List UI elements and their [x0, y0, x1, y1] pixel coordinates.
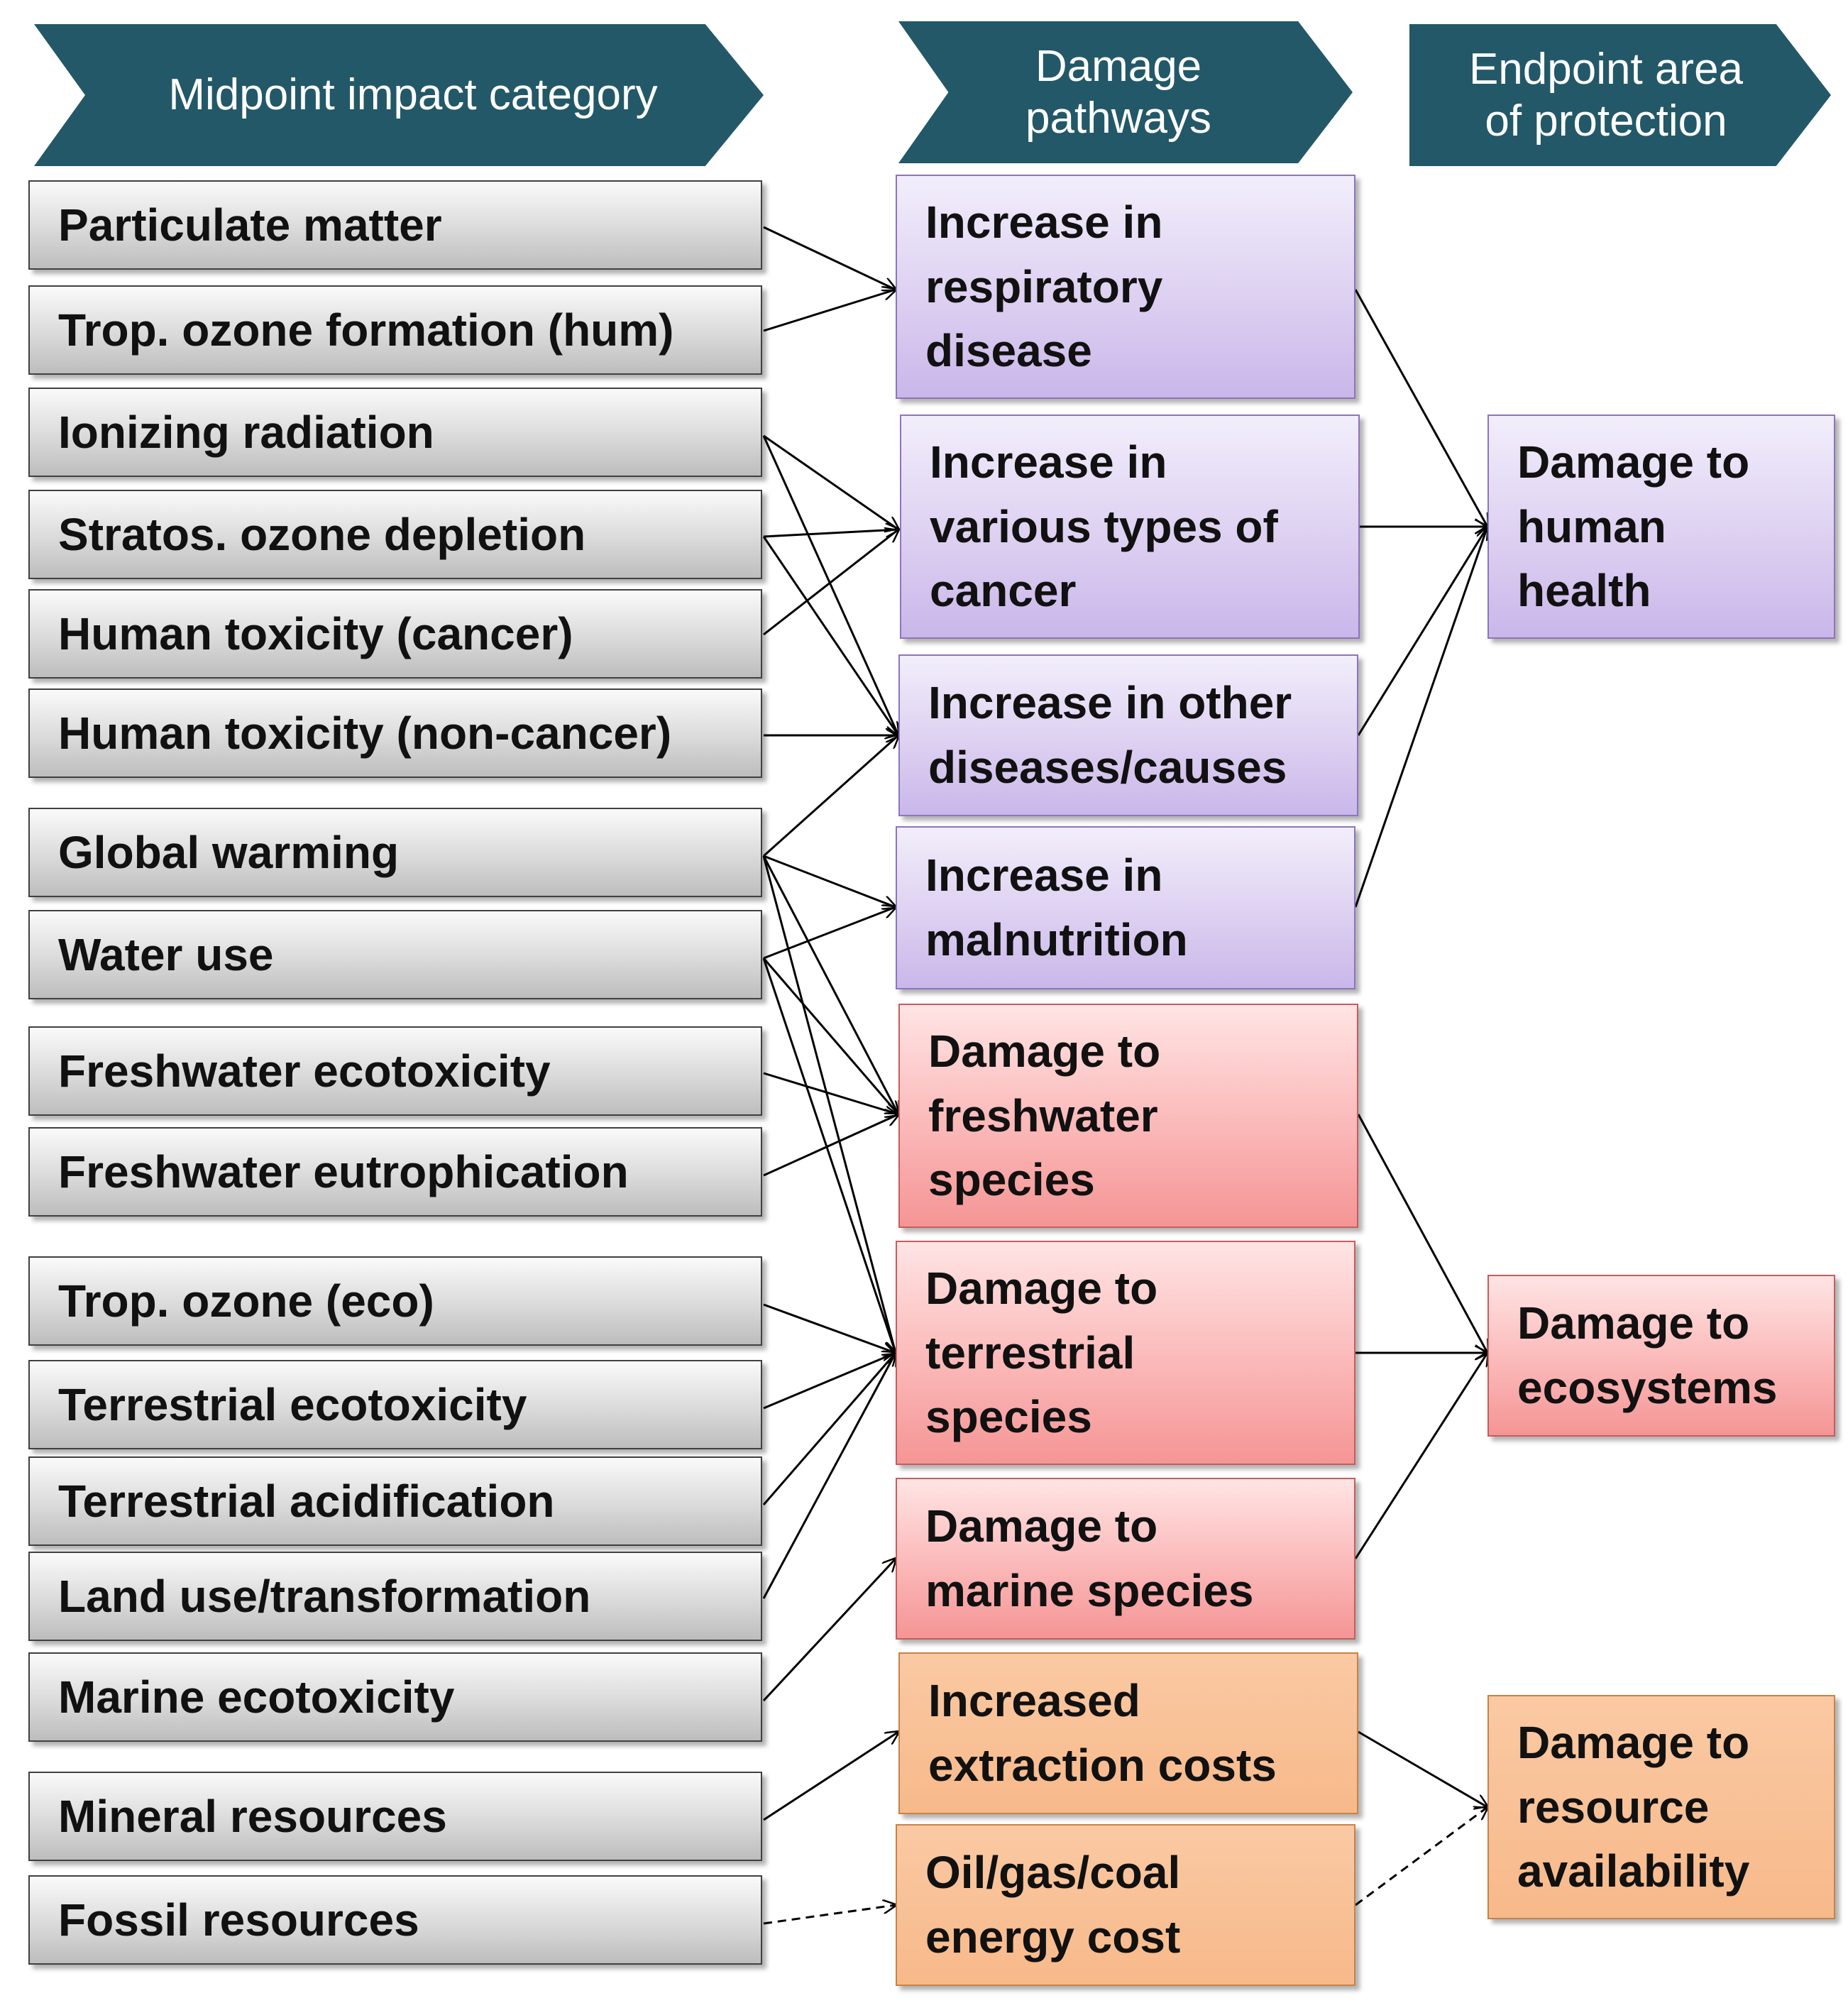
midpoint-human-toxicity-cancer: Human toxicity (cancer): [28, 589, 762, 679]
pathway-other-diseases: Increase in other diseases/causes: [898, 654, 1358, 816]
connector-arrow: [762, 735, 898, 857]
pathway-extraction-costs: Increased extraction costs: [898, 1652, 1358, 1814]
midpoint-freshwater-ecotoxicity: Freshwater ecotoxicity: [28, 1026, 762, 1116]
midpoint-water-use: Water use: [28, 910, 762, 999]
midpoint-trop-ozone-eco: Trop. ozone (eco): [28, 1256, 762, 1346]
midpoint-freshwater-eutrophication: Freshwater eutrophication: [28, 1127, 762, 1217]
connector-arrow: [1354, 1353, 1487, 1559]
connector-arrow: [762, 435, 898, 735]
midpoint-terrestrial-acidification: Terrestrial acidification: [28, 1456, 762, 1546]
connector-arrow: [763, 1303, 896, 1353]
midpoint-terrestrial-ecotoxicity: Terrestrial ecotoxicity: [28, 1360, 762, 1449]
connector-arrow: [1357, 1114, 1487, 1353]
connector-arrow: [763, 907, 896, 960]
connector-arrow: [763, 1072, 898, 1114]
connector-arrow: [763, 1114, 898, 1177]
connector-arrow: [763, 529, 898, 636]
midpoint-marine-ecotoxicity: Marine ecotoxicity: [28, 1652, 762, 1742]
pathway-malnutrition: Increase in malnutrition: [896, 826, 1355, 989]
connector-arrow: [762, 1353, 896, 1599]
connector-arrow: [762, 1559, 896, 1702]
connector-arrow: [762, 855, 898, 1114]
connector-arrow: [763, 855, 896, 907]
connector-arrow: [762, 957, 898, 1114]
connector-arrow: [763, 290, 896, 332]
connector-arrows: [762, 226, 1487, 1925]
connector-arrow: [763, 434, 898, 529]
connector-arrow: [762, 536, 898, 735]
midpoint-particulate-matter: Particulate matter: [28, 180, 762, 270]
connector-arrow: [1357, 527, 1487, 736]
midpoint-mineral-resources: Mineral resources: [28, 1772, 762, 1861]
midpoint-ionizing-radiation: Ionizing radiation: [28, 388, 762, 477]
pathway-terrestrial-species: Damage to terrestrial species: [896, 1241, 1355, 1465]
pathway-energy-cost: Oil/gas/coal energy cost: [896, 1824, 1355, 1986]
pathway-respiratory-disease: Increase in respiratory disease: [896, 175, 1355, 399]
midpoint-stratos-ozone-depletion: Stratos. ozone depletion: [28, 490, 762, 579]
pathway-freshwater-species: Damage to freshwater species: [898, 1004, 1358, 1228]
midpoint-trop-ozone-human: Trop. ozone formation (hum): [28, 285, 762, 375]
pathway-cancer: Increase in various types of cancer: [900, 415, 1360, 639]
midpoint-fossil-resources: Fossil resources: [28, 1875, 762, 1965]
header-pathways: Damage pathways: [898, 21, 1353, 163]
connector-arrow: [1358, 1730, 1487, 1807]
endpoint-resource-availability: Damage to resource availability: [1487, 1695, 1835, 1919]
header-midpoint: Midpoint impact category: [34, 24, 764, 166]
connector-arrow: [762, 957, 896, 1353]
connector-arrow: [763, 226, 896, 290]
connector-arrow: [1354, 527, 1487, 908]
connector-arrow: [763, 529, 898, 538]
connector-arrow: [763, 1353, 896, 1410]
connector-arrow: [763, 1732, 898, 1821]
connector-arrow: [762, 1353, 896, 1505]
endpoint-ecosystems: Damage to ecosystems: [1487, 1275, 1835, 1437]
connector-arrow: [763, 1905, 896, 1925]
midpoint-land-use: Land use/transformation: [28, 1552, 762, 1641]
pathway-marine-species: Damage to marine species: [896, 1478, 1355, 1640]
connector-arrow: [1355, 1807, 1487, 1906]
midpoint-global-warming: Global warming: [28, 808, 762, 897]
connector-arrow: [762, 855, 896, 1353]
header-endpoint: Endpoint area of protection: [1409, 24, 1831, 166]
midpoint-human-toxicity-noncancer: Human toxicity (non-cancer): [28, 688, 762, 778]
connector-arrow: [1354, 289, 1487, 527]
endpoint-human-health: Damage to human health: [1487, 415, 1835, 639]
